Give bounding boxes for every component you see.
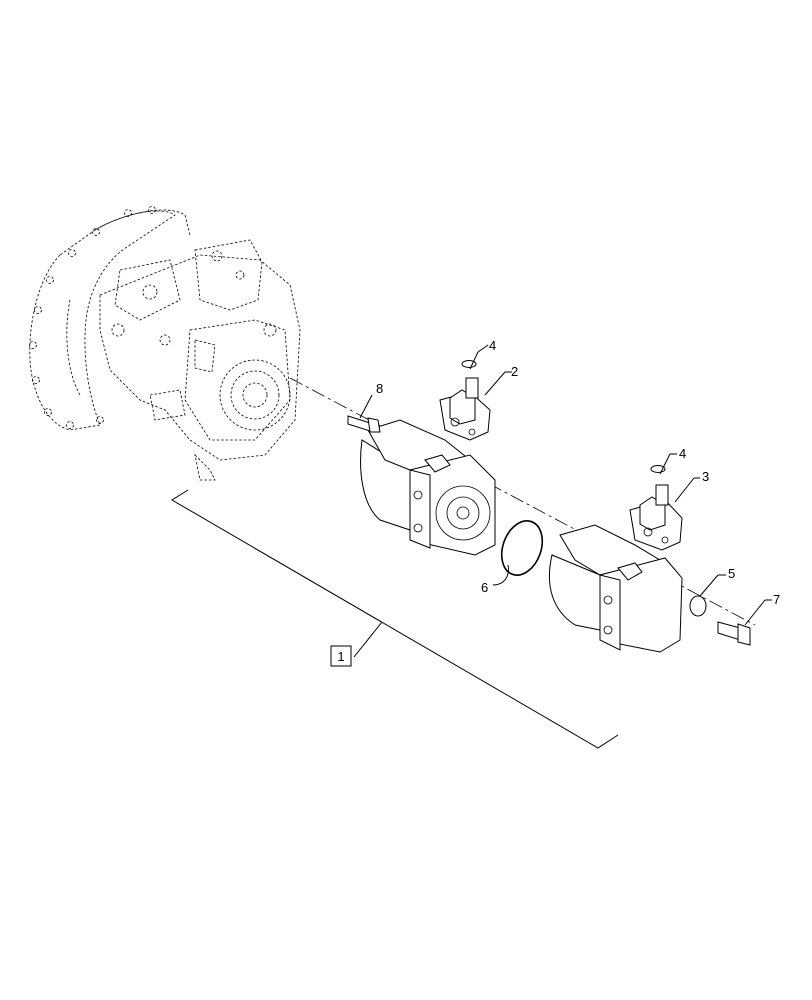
bolt-7 [717,621,751,646]
pump-unit-upper [360,377,496,556]
callout-1: 1 [337,649,344,664]
callout-6: 6 [481,580,488,595]
bolt-8 [347,415,381,433]
callout-5: 5 [728,566,735,581]
o-ring-large [500,520,544,576]
callout-7: 7 [773,592,780,607]
callout-4-lower: 4 [679,446,686,461]
main-pump-assembly [29,206,301,481]
washer-5 [689,595,707,617]
pump-unit-lower [548,484,683,653]
callout-2: 2 [511,364,518,379]
leader-lines [171,344,772,749]
callout-3: 3 [702,469,709,484]
o-ring-upper [461,360,477,368]
callout-box-1 [330,645,352,667]
callout-4-upper: 4 [489,338,496,353]
callout-8: 8 [376,381,383,396]
